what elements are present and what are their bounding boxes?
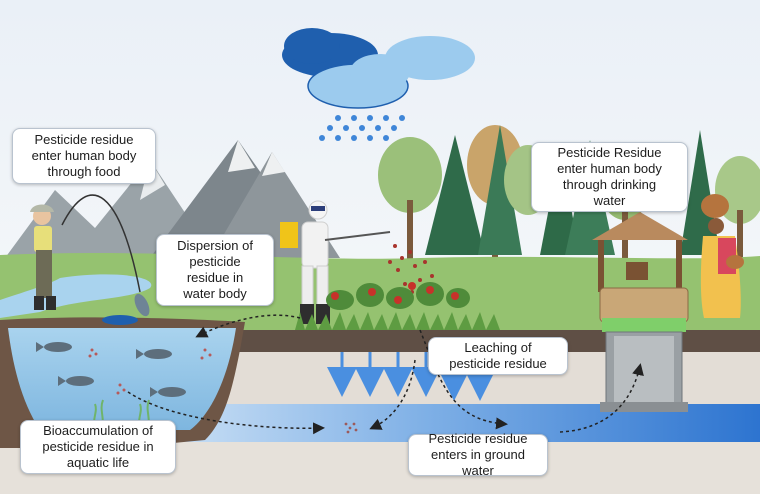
fisherman [30, 194, 141, 310]
flow-paths [127, 314, 644, 435]
rain-drops [319, 115, 405, 141]
lake [0, 317, 245, 448]
label-drinking: Pesticide Residue enter human body throu… [531, 142, 688, 212]
label-bioaccumulation: Bioaccumulation of pesticide residue in … [20, 420, 176, 474]
label-groundwater-text: Pesticide residue enters in ground water [428, 431, 528, 478]
crops [295, 282, 500, 330]
label-dispersion: Dispersion of pesticide residue in water… [156, 234, 274, 306]
label-leaching: Leaching of pesticide residue [428, 337, 568, 375]
mountains [5, 140, 340, 258]
groundwater-residue [344, 422, 358, 434]
label-drinking-text: Pesticide Residue enter human body throu… [557, 145, 662, 208]
spray-droplets [388, 244, 434, 294]
label-food-text: Pesticide residue enter human body throu… [31, 132, 137, 179]
label-groundwater: Pesticide residue enters in ground water [408, 431, 548, 478]
label-leaching-text: Leaching of pesticide residue [449, 340, 547, 371]
woman-with-pot [700, 194, 744, 318]
leaching-arrows [327, 352, 495, 401]
well [592, 212, 689, 412]
label-food: Pesticide residue enter human body throu… [12, 128, 156, 184]
label-dispersion-text: Dispersion of pesticide residue in water… [177, 238, 253, 301]
clouds [282, 28, 475, 109]
jumping-fish [102, 293, 150, 325]
label-bioaccumulation-text: Bioaccumulation of pesticide residue in … [42, 423, 154, 470]
farmer-sprayer [280, 200, 391, 324]
